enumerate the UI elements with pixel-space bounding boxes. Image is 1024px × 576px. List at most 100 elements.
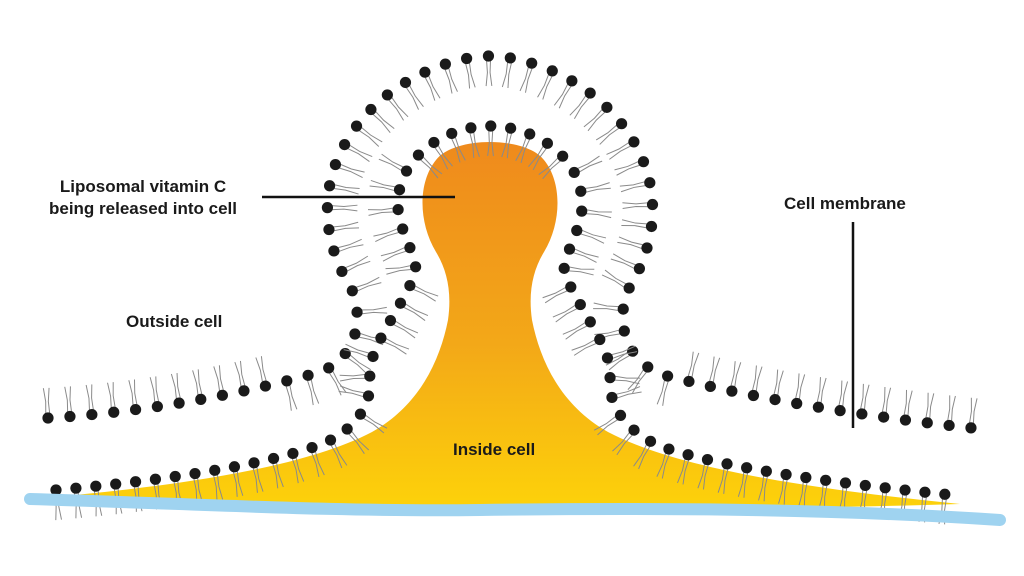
lipid-tail — [328, 440, 343, 469]
lipid-tail — [449, 134, 461, 163]
lipid-tail — [339, 377, 370, 382]
lipid-tail — [354, 127, 380, 147]
lipid-tail — [345, 343, 374, 355]
outside-cell-label: Outside cell — [126, 312, 223, 331]
lipid-tail — [236, 466, 244, 496]
lipid-tail — [707, 356, 715, 387]
lipid-head-outer — [346, 285, 358, 297]
lipid-tail — [571, 337, 600, 351]
lipid-head-inner — [524, 128, 536, 140]
lipid-head-outer — [878, 411, 890, 423]
lipid-tail — [91, 384, 95, 415]
lipid-head-outer — [834, 405, 846, 417]
lipid-tail — [820, 377, 827, 408]
lipid-tail — [750, 365, 757, 396]
lipid-tail — [544, 288, 572, 304]
lipid-tail — [593, 413, 620, 431]
lipid-tail — [606, 139, 634, 155]
lipid-head-inner — [354, 408, 367, 420]
lipid-tail — [581, 208, 612, 213]
inside-cell-label: Inside cell — [453, 440, 536, 459]
lipid-head-outer — [328, 245, 340, 257]
lipid-tail — [380, 245, 410, 257]
lipid-head-inner — [919, 486, 931, 498]
lipid-head-outer — [646, 198, 659, 211]
lipid-tail — [604, 269, 631, 287]
lipid-tail — [213, 366, 221, 396]
lipid-tail — [47, 387, 51, 418]
lipid-head-outer — [546, 65, 558, 77]
lipid-head-inner — [594, 333, 606, 346]
lipid-head-inner — [412, 149, 425, 161]
lipid-tail — [614, 159, 643, 171]
lipid-tail — [611, 386, 641, 396]
lipid-tail — [64, 386, 69, 417]
lipid-tail — [442, 64, 453, 94]
lipid-head-inner — [741, 462, 753, 474]
lipid-tail — [231, 467, 238, 497]
lipid-head-outer — [259, 380, 272, 392]
lipid-tail — [338, 390, 369, 399]
lipid-head-outer — [64, 410, 76, 423]
lipid-tail — [251, 463, 258, 493]
lipid-head-outer — [623, 282, 635, 294]
lipid-tail — [367, 206, 398, 211]
lipid-head-outer — [349, 328, 361, 340]
lipid-tail — [717, 463, 726, 493]
cell-membrane-label: Cell membrane — [784, 194, 906, 213]
lipid-tail — [633, 440, 650, 467]
lipid-tail — [638, 442, 653, 470]
lipid-tail — [385, 95, 404, 121]
lipid-head-inner — [129, 476, 142, 488]
lipid-tail — [599, 125, 624, 145]
lipid-tail — [587, 108, 609, 132]
lipid-tail — [607, 351, 638, 361]
lipid-tail — [555, 306, 582, 323]
lipid-tail — [605, 348, 632, 366]
lipid-head-outer — [439, 58, 451, 70]
lipid-tail — [528, 141, 546, 168]
lipid-tail — [391, 318, 419, 334]
lipid-head-inner — [575, 185, 587, 197]
lipid-tail — [612, 391, 642, 401]
lipid-head-outer — [216, 389, 228, 401]
lipid-tail — [385, 264, 416, 270]
lipid-head-outer — [856, 408, 868, 420]
lipid-tail — [573, 341, 601, 356]
lipid-head-inner — [601, 352, 614, 364]
lipid-tail — [381, 335, 410, 350]
lipid-tail — [702, 459, 711, 490]
lipid-tail — [729, 361, 736, 391]
lipid-tail — [682, 455, 691, 485]
lipid-tail — [410, 283, 439, 297]
lipid-head-outer — [965, 422, 977, 434]
lipid-head-outer — [921, 417, 933, 429]
lipid-tail — [798, 374, 806, 404]
lipid-head-outer — [615, 118, 628, 130]
lipid-tail — [370, 179, 401, 189]
lipid-head-outer — [151, 400, 163, 413]
lipid-tail — [621, 219, 652, 225]
lipid-head-outer — [644, 177, 656, 189]
lipid-tail — [327, 204, 358, 208]
lipid-tail — [542, 71, 555, 100]
lipid-tail — [491, 125, 494, 157]
lipid-head-outer — [645, 220, 658, 233]
lipid-tail — [564, 265, 595, 270]
lipid-head-inner — [400, 165, 413, 177]
lipid-tail — [327, 208, 358, 212]
lipid-head-inner — [557, 150, 569, 162]
lipid-tail — [581, 187, 611, 194]
lipid-tail — [859, 383, 864, 414]
lipid-tail — [818, 479, 824, 510]
lipid-head-inner — [397, 223, 409, 235]
lipid-head-outer — [338, 138, 351, 151]
lipid-head-inner — [228, 461, 241, 473]
lipid-tail — [408, 287, 436, 302]
lipid-tail — [192, 370, 200, 400]
lipid-tail — [677, 454, 687, 484]
lipid-head-inner — [820, 474, 832, 486]
lipid-head-inner — [859, 479, 871, 492]
lipid-tail — [572, 155, 600, 171]
lipid-tail — [339, 373, 370, 377]
